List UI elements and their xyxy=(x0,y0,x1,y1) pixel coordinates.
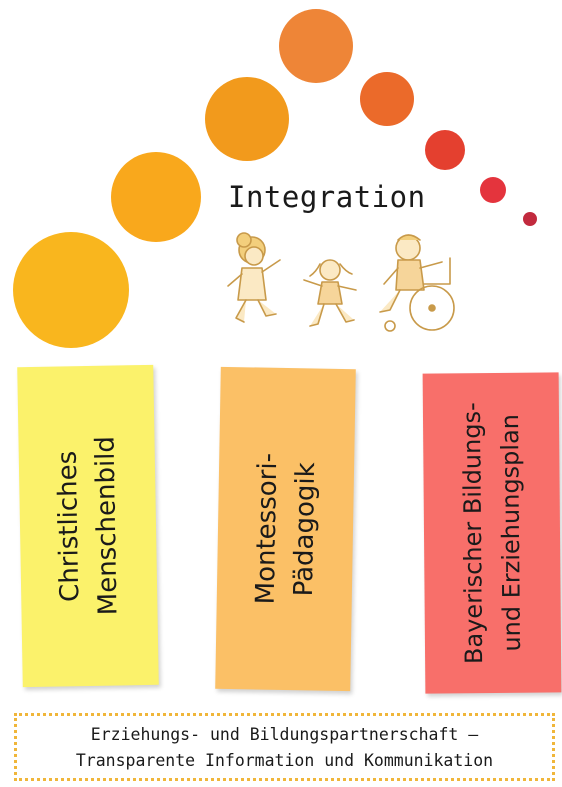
circle-7 xyxy=(480,177,506,203)
circle-8 xyxy=(523,212,537,226)
banner-line-2: Transparente Information und Kommunikati… xyxy=(75,751,494,770)
pillar-note-christian: Christliches Menschenbild xyxy=(17,364,159,688)
circle-1 xyxy=(13,232,129,348)
pillar-note-montessori: Montessori- Pädagogik xyxy=(215,366,356,692)
child-dancing-figure xyxy=(303,259,357,327)
circle-3 xyxy=(205,77,289,161)
child-jumping-figure xyxy=(227,232,281,323)
pillar-line-2: und Erziehungsplan xyxy=(495,413,527,652)
circle-4 xyxy=(279,9,353,83)
partnership-banner: Erziehungs- und Bildungspartnerschaft – … xyxy=(14,713,555,781)
pillar-line-1: Bayerischer Bildungs- xyxy=(457,402,489,665)
pillar-note-education-plan: Bayerischer Bildungs- und Erziehungsplan xyxy=(422,372,562,694)
pillar-label: Montessori- Pädagogik xyxy=(246,453,325,606)
pillar-line-1: Montessori- xyxy=(250,452,283,605)
circle-2 xyxy=(111,152,201,242)
pillar-line-2: Menschenbild xyxy=(90,435,124,616)
child-wheelchair-figure xyxy=(379,234,455,332)
circle-6 xyxy=(425,130,465,170)
banner-line-1: Erziehungs- und Bildungspartnerschaft – xyxy=(90,725,479,744)
children-playing-illustration xyxy=(227,232,455,332)
pillar-line-2: Pädagogik xyxy=(288,462,321,597)
pillar-label: Christliches Menschenbild xyxy=(48,436,127,616)
integration-title: Integration xyxy=(228,180,426,214)
circle-5 xyxy=(360,72,414,126)
pillar-label: Bayerischer Bildungs- und Erziehungsplan xyxy=(453,402,531,664)
pillar-line-1: Christliches xyxy=(52,450,86,603)
